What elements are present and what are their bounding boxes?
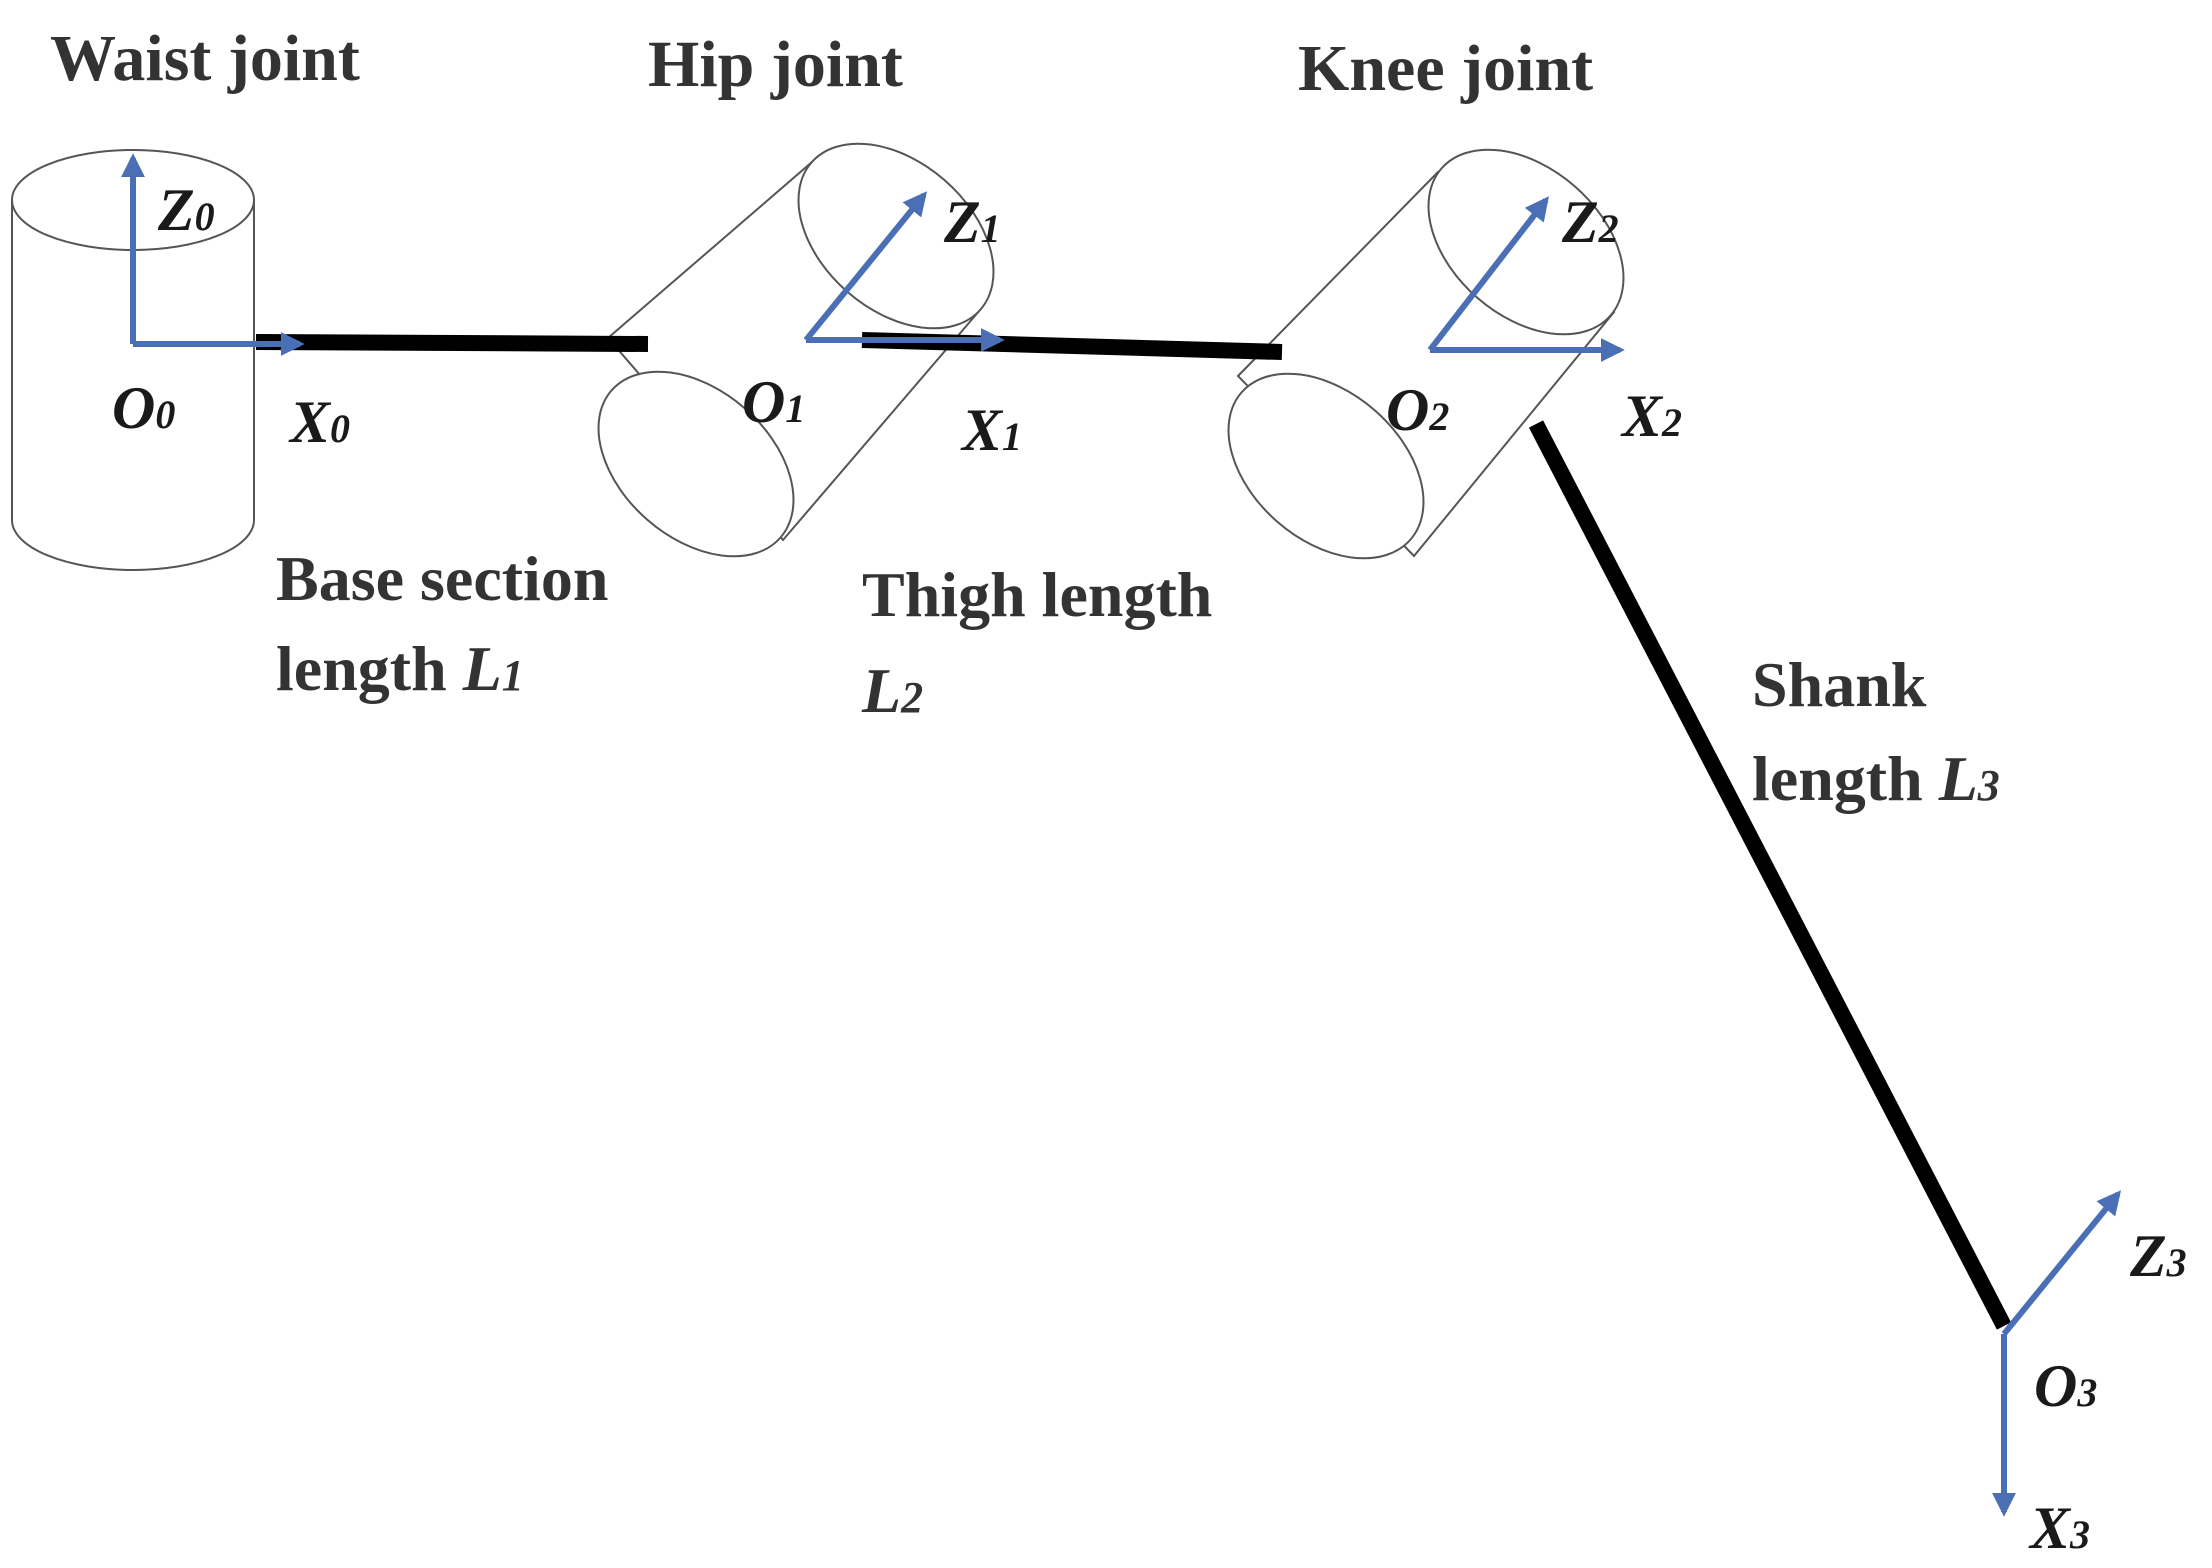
z1-label: Z1 bbox=[943, 189, 1001, 255]
knee-joint-title: Knee joint bbox=[1298, 32, 1593, 105]
base-section-length-label: Base section length L1 bbox=[276, 543, 608, 704]
hip-joint-cylinder bbox=[597, 142, 995, 558]
o0-label: O0 bbox=[112, 375, 175, 441]
shank-length-label: Shank length L3 bbox=[1752, 649, 2000, 814]
frame-0-axes bbox=[121, 153, 305, 356]
x3-label: X3 bbox=[2028, 1495, 2090, 1561]
o1-label: O1 bbox=[742, 369, 805, 435]
o2-label: O2 bbox=[1386, 377, 1449, 443]
svg-text:Base section: Base section bbox=[276, 543, 608, 614]
z0-label: Z0 bbox=[157, 177, 215, 243]
x2-label: X2 bbox=[1620, 383, 1682, 449]
svg-text:length L3: length L3 bbox=[1752, 743, 2000, 814]
x0-label: X0 bbox=[288, 389, 350, 455]
z1-axis-arrow bbox=[803, 191, 928, 342]
svg-text:Thigh length: Thigh length bbox=[862, 559, 1212, 630]
o3-label: O3 bbox=[2034, 1353, 2097, 1419]
svg-text:Shank: Shank bbox=[1752, 649, 1927, 720]
base-section-link bbox=[255, 334, 649, 352]
z3-label: Z3 bbox=[2129, 1223, 2187, 1289]
z3-axis-arrow bbox=[2001, 1190, 2122, 1336]
frame-3-axes bbox=[1992, 1190, 2122, 1517]
z2-label: Z2 bbox=[1561, 189, 1619, 255]
hip-joint-title: Hip joint bbox=[648, 28, 903, 101]
thigh-length-label: Thigh length L2 bbox=[861, 559, 1212, 726]
x1-label: X1 bbox=[960, 397, 1022, 463]
waist-joint-title: Waist joint bbox=[50, 22, 360, 95]
svg-text:L2: L2 bbox=[861, 655, 923, 726]
z2-axis-arrow bbox=[1427, 196, 1549, 352]
waist-joint-cylinder bbox=[11, 149, 255, 571]
frame-1-axes bbox=[803, 191, 1005, 352]
shank-link bbox=[1528, 420, 2012, 1330]
svg-text:length L1: length L1 bbox=[276, 633, 524, 704]
frame-2-axes bbox=[1427, 196, 1625, 362]
